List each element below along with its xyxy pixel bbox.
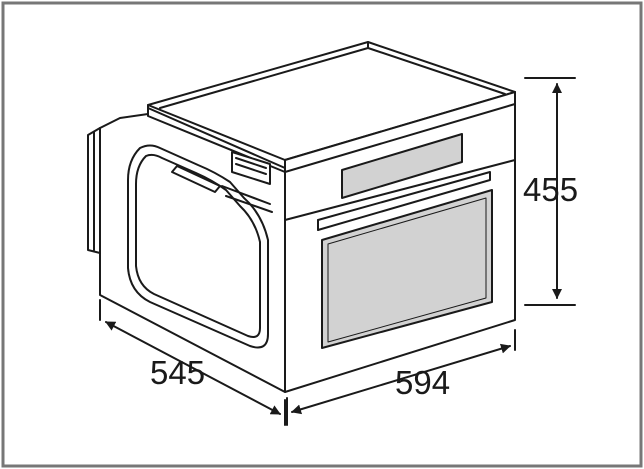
oven-illustration [87,41,516,393]
height-extension-lines [524,77,576,306]
width-extension-lines [286,329,516,426]
side-cavity-inner [135,153,261,338]
side-control-box-lines [235,157,267,175]
dimension-lines [99,77,576,426]
side-handle [171,165,221,193]
depth-dimension-line [105,321,281,415]
width-label: 594 [395,364,450,401]
depth-extension-lines [99,299,286,426]
side-flange-lines [221,185,273,213]
control-display-window [341,133,463,199]
door-window-inner [327,197,487,343]
oven-top-back-edge [159,41,506,109]
depth-label: 545 [150,354,205,391]
side-mounting-flange [93,127,101,254]
height-label: 455 [523,171,578,208]
width-dimension-line [291,343,511,415]
